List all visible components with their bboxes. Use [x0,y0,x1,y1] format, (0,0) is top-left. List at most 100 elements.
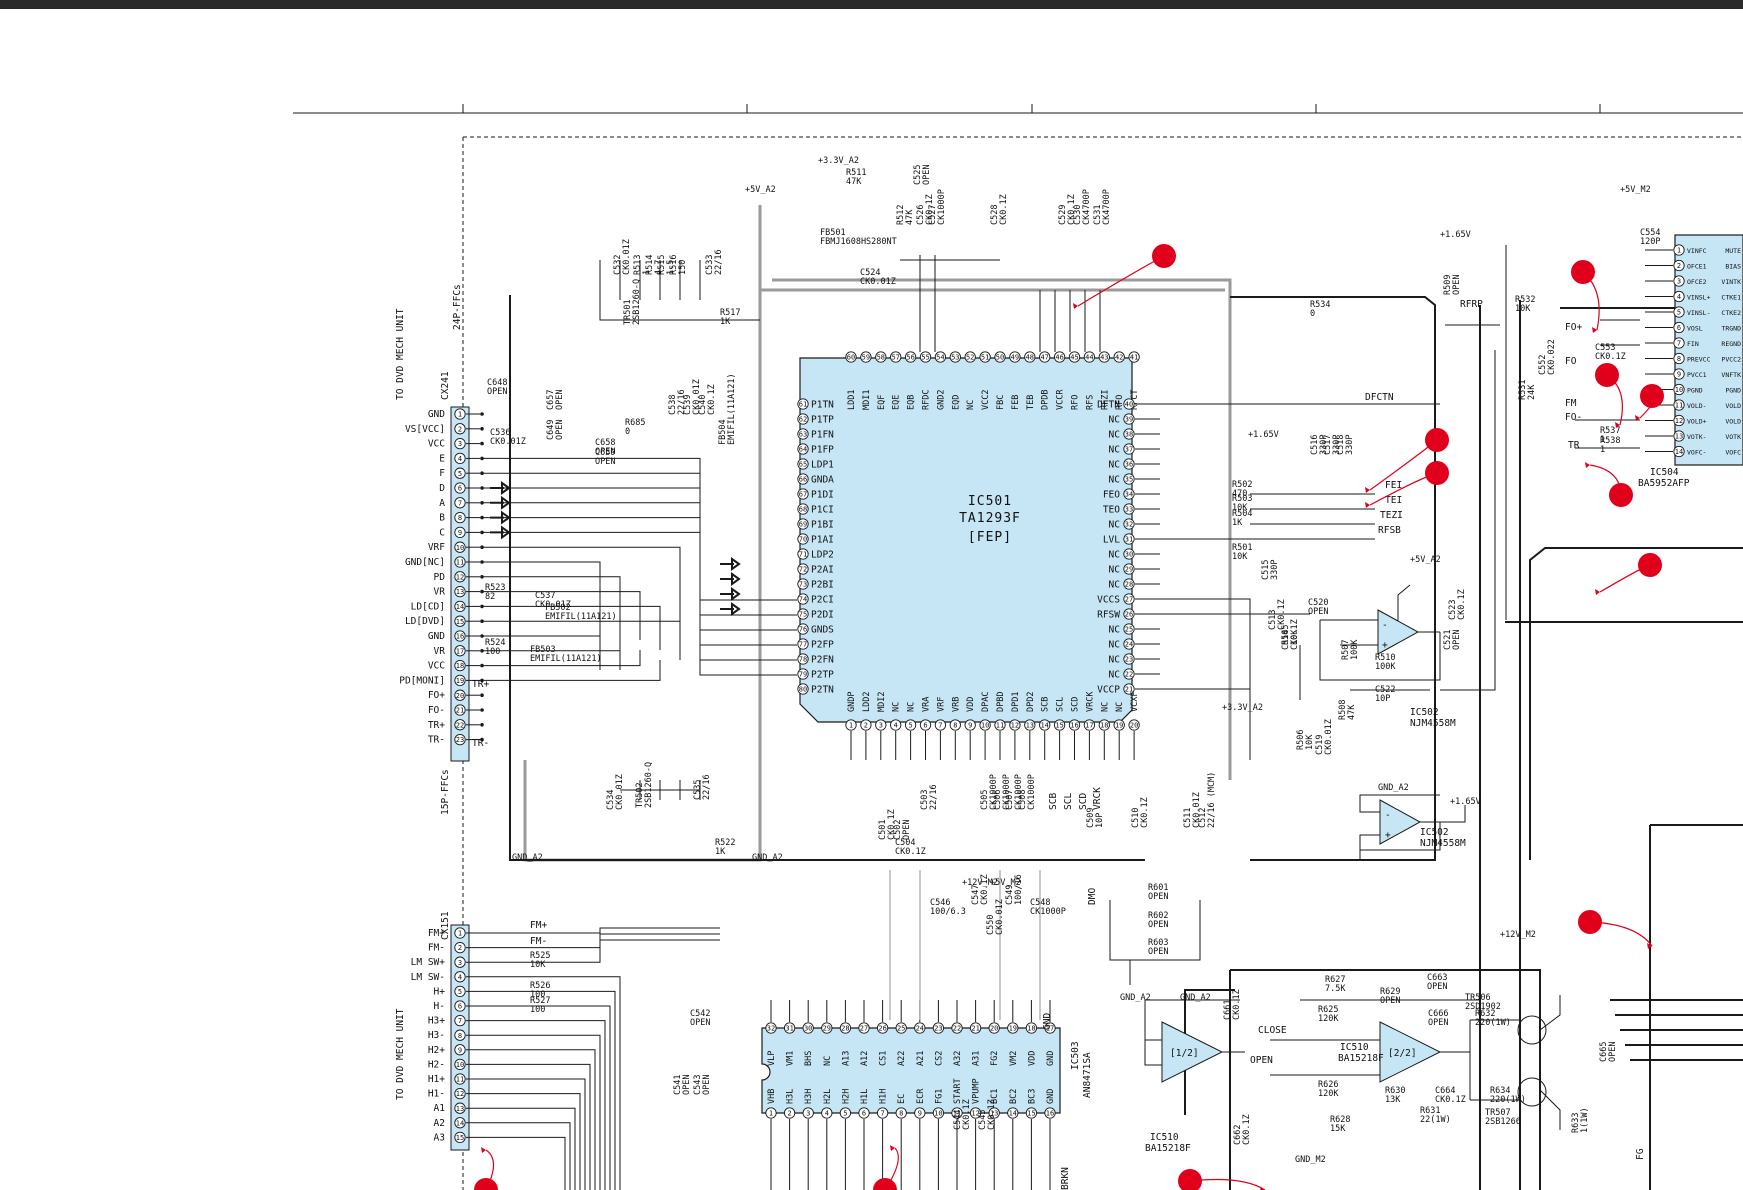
part-value: CK4700P [1082,189,1092,225]
part-value: 1K [720,317,731,327]
part-value: OPEN [1148,947,1168,957]
ic503-pin-name: VDD [1027,1051,1037,1066]
cx241-pin-1-num: 1 [458,411,462,419]
ic501-pin-name: SCL [1056,697,1066,712]
ic503-pin-name: CS2 [934,1051,944,1066]
part-value: 82 [485,592,495,602]
callout-arrow [1589,464,1622,496]
ic501-pin-42-num: 42 [1115,354,1123,362]
cx151-pin-15-num: 15 [456,1134,464,1142]
cx241-pin-17-num: 17 [456,647,464,655]
ic503: 32VLP31VM130BHS29NC28A1327A1226CS125A222… [761,1000,1093,1190]
ic501-pin-8-num: 8 [953,722,957,730]
part-value: CK0.01Z [615,774,625,810]
part-value: OPEN [595,447,615,457]
ic501-pin-39 [1123,413,1135,425]
part-value: 2SB1266 [1485,1117,1521,1127]
part-value: 22/16 (MCM) [1207,772,1217,828]
cx241-pin-5-num: 5 [458,470,462,478]
ic501-pin-27-num: 27 [1125,596,1133,604]
part-ref: C550 [986,915,996,935]
net-label: TR- [472,738,489,749]
cx151-pin-8-num: 8 [458,1032,462,1040]
callout-marker [474,1178,498,1190]
part-ref: C546 [930,898,950,908]
ic501-pin-25 [1123,623,1135,635]
cx151-pin-label: H+ [434,986,446,997]
part-value: 4.7 [654,260,664,275]
part-ref: R501 [1232,543,1252,553]
cx241-pin-3-num: 3 [458,440,462,448]
ic503-pin-name: BC3 [1027,1089,1037,1104]
cx151-note: TO DVD MECH UNIT [395,1008,406,1100]
ic501-pin-name: NC [1109,640,1120,651]
cx241-pin-22-num: 22 [456,721,464,729]
ic503-pin-name: H3H [804,1089,814,1104]
ic501-pin-71 [797,548,809,560]
part-value: 2SB1260-Q [644,762,654,808]
ic501-pin-5 [904,719,917,731]
cx151-pin-14 [454,1117,466,1129]
rail-label: GND_A2 [512,853,543,863]
ic504-pin-5-num: 5 [1677,309,1681,317]
ic501-pin-69 [797,518,809,530]
cx241-pin-6-num: 6 [458,485,462,493]
ic501-pin-37 [1123,443,1135,455]
ic501-pin-name: RFDC [922,390,932,410]
part-value: 100 [530,990,545,1000]
ic501-pin-name: P1TP [811,415,834,426]
cx151-pin-label: H1+ [428,1074,445,1085]
ic501-pin-name: NC [966,400,976,410]
cx241-pin-2-num: 2 [458,425,462,433]
part-ref: C501 [878,820,888,840]
part-ref: R510 [1375,653,1395,663]
ic503-pin-name: A13 [841,1051,851,1066]
part-ref: C515 [1261,560,1271,580]
ic504-pin-name-r: BIAS [1725,263,1741,271]
ic501-pin-6-num: 6 [923,722,927,730]
ic503-pin-6-num: 6 [862,1110,866,1118]
ic501-pin-name: VRF [936,697,946,712]
part-value: 120K [1318,1014,1339,1024]
ic504-pin-4 [1673,290,1685,303]
ic503-pin-22 [951,1022,963,1034]
ic501-pin-name: DPBD [996,692,1006,712]
ic504-pin-6-num: 6 [1677,324,1681,332]
ic503-pin-15-num: 15 [1027,1110,1035,1118]
cx151-pin-label: LM SW+ [411,957,446,968]
ic501-pin-22-num: 22 [1125,671,1133,679]
ic501-pin-75 [797,608,809,620]
cx151-pin-label: H- [434,1001,445,1012]
ic501-pin-36-num: 36 [1125,461,1133,469]
ic501-pin-49-num: 49 [1011,354,1019,362]
part-value: CK0.1Z [1232,989,1242,1020]
part-ref: R632 [1475,1009,1495,1019]
cx241-pin-17 [454,645,466,657]
part-value: CK0.1Z [895,847,926,857]
ic501-pin-75-num: 75 [799,611,807,619]
ic501-pin-1 [845,719,857,731]
ic501-pin-22 [1123,668,1135,680]
part-value: CK0.022 [1547,339,1557,375]
part-ref: C540 [698,395,708,415]
part-value: 22/16 [702,774,712,800]
ic504-pin-8-num: 8 [1677,355,1681,363]
callout-marker [1152,244,1176,268]
cx241-body [450,406,470,762]
ic502-opamp-a: -+ IC502 NJM4558M [1299,584,1456,729]
ic503-pin-14 [1007,1107,1019,1119]
ic501-pin-name: DPDB [1041,390,1051,410]
part-ref: C648 [487,378,507,388]
ic504-pin-1 [1673,244,1685,256]
part-ref: R514 [645,255,655,275]
ic501-pin-name: VCCP [1097,685,1120,696]
ic503-pin-11 [951,1107,963,1119]
ic503-pin-25 [895,1022,907,1034]
net-label: SCL [1063,793,1074,810]
ic501-pin-10 [979,719,991,731]
ic503-pin-31-num: 31 [785,1025,793,1033]
cx241-pin-10 [454,541,466,553]
signal-wires [482,255,1743,1190]
part-ref: C662 [1233,1125,1243,1145]
